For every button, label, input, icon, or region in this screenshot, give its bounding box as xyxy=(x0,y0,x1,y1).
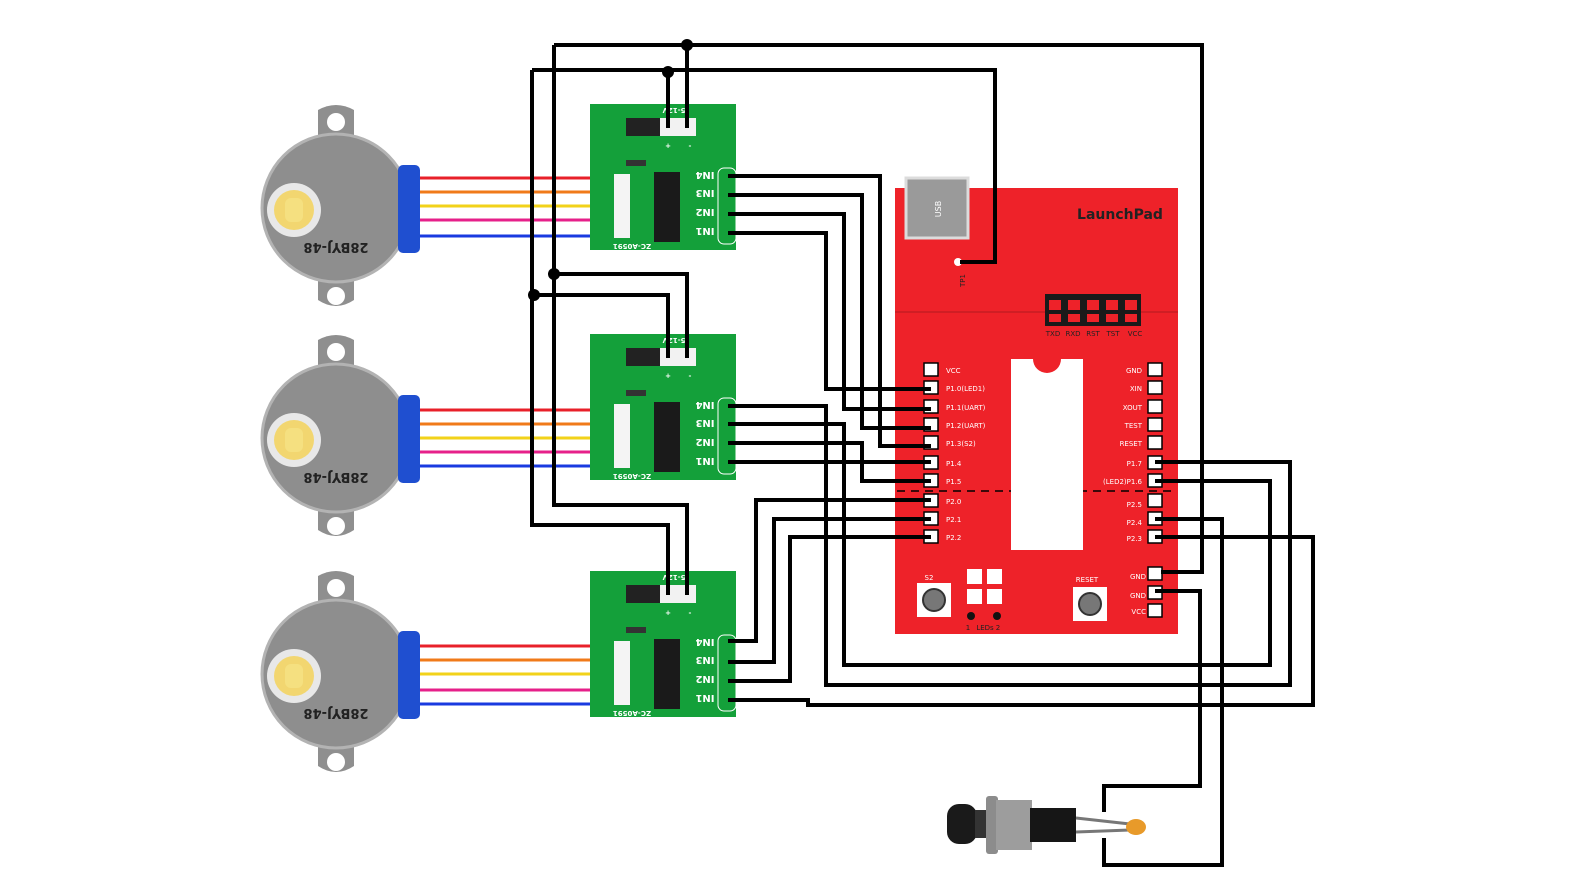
stepper-motor-2: 28BYJ-48 xyxy=(260,335,420,536)
motor3-label: 28BYJ-48 xyxy=(303,705,368,720)
driver3-power-label: 5-12V xyxy=(662,573,686,581)
launchpad-title: LaunchPad xyxy=(1077,207,1163,223)
led1-label: 1 xyxy=(966,624,970,632)
pin-p2-5: P2.5 xyxy=(1127,501,1142,509)
jumper-header xyxy=(1045,294,1141,326)
pin-p1-0: P1.0(LED1) xyxy=(946,385,985,393)
pin-p2-0: P2.0 xyxy=(946,498,961,506)
pin-test: TEST xyxy=(1124,422,1143,430)
driver1-in3: IN3 xyxy=(695,187,714,198)
pin-p1-2: P1.2(UART) xyxy=(946,422,986,430)
driver2-in2: IN2 xyxy=(695,436,714,447)
pin-p2-3: P2.3 xyxy=(1127,535,1142,543)
pin-vcc-right: VCC xyxy=(1131,608,1146,616)
driver1-power-label: 5-12V xyxy=(662,106,686,114)
driver1-in1: IN1 xyxy=(695,225,714,236)
pin-gnd-right: GND xyxy=(1126,367,1142,375)
driver2-in1: IN1 xyxy=(695,455,714,466)
driver3-in3: IN3 xyxy=(695,654,714,665)
s2-label: S2 xyxy=(925,574,934,582)
motor3-wires xyxy=(420,644,622,706)
driver2-in4: IN4 xyxy=(695,399,714,410)
driver2-in3: IN3 xyxy=(695,417,714,428)
pin-p2-4: P2.4 xyxy=(1127,519,1143,527)
pin-reset: RESET xyxy=(1120,440,1143,448)
driver3-in2: IN2 xyxy=(695,673,714,684)
launchpad-board: LaunchPad USB TP1 TXD RXD RST TST VCC xyxy=(895,176,1178,634)
pin-vcc-left: VCC xyxy=(946,367,961,375)
driver-board-2: 5-12V + - IN4 IN3 IN2 IN1 ZC-A0591 xyxy=(590,334,737,480)
pin-p1-4: P1.4 xyxy=(946,460,962,468)
driver3-minus: - xyxy=(689,609,692,617)
motor2-wires xyxy=(420,408,622,468)
usb-connector xyxy=(904,176,970,240)
pin-p1-6: (LED2)P1.6 xyxy=(1103,478,1143,486)
pin-p2-2: P2.2 xyxy=(946,534,961,542)
header-tst: TST xyxy=(1106,330,1121,338)
mcu-chip xyxy=(1011,359,1083,550)
pin-p1-5: P1.5 xyxy=(946,478,961,486)
pin-xout: XOUT xyxy=(1123,404,1143,412)
pin-p1-1: P1.1(UART) xyxy=(946,404,986,412)
driver2-chip-label: ZC-A0591 xyxy=(613,472,651,480)
pin-gnd-2: GND xyxy=(1130,592,1146,600)
pin-xin: XIN xyxy=(1130,385,1142,393)
header-rxd: RXD xyxy=(1065,330,1080,338)
motor1-label: 28BYJ-48 xyxy=(303,239,368,254)
stepper-motor-3: 28BYJ-48 xyxy=(260,571,420,772)
driver3-in1: IN1 xyxy=(695,692,714,703)
leds-label: LEDs xyxy=(976,624,994,632)
stepper-motor-1: 28BYJ-48 xyxy=(260,105,420,306)
driver3-in4: IN4 xyxy=(695,636,714,647)
signal-wires xyxy=(528,39,1315,867)
motor1-wires xyxy=(420,176,622,238)
pin-p1-7: P1.7 xyxy=(1127,460,1142,468)
driver3-chip-label: ZC-A0591 xyxy=(613,709,651,717)
usb-label: USB xyxy=(934,201,943,217)
led-block xyxy=(967,569,1002,620)
pin-p1-3: P1.3(S2) xyxy=(946,440,976,448)
driver2-minus: - xyxy=(689,372,692,380)
led2-label: 2 xyxy=(996,624,1000,632)
driver1-plus: + xyxy=(665,142,671,150)
motor2-label: 28BYJ-48 xyxy=(303,469,368,484)
driver-board-1: 5-12V + - IN4 IN3 IN2 IN1 ZC-A0591 xyxy=(590,104,737,250)
driver1-in2: IN2 xyxy=(695,206,714,217)
driver1-minus: - xyxy=(689,142,692,150)
header-vcc: VCC xyxy=(1128,330,1143,338)
reset-label: RESET xyxy=(1076,576,1099,584)
tp1-label: TP1 xyxy=(959,274,967,288)
driver1-in4: IN4 xyxy=(695,169,714,180)
driver2-plus: + xyxy=(665,372,671,380)
driver1-chip-label: ZC-A0591 xyxy=(613,242,651,250)
header-txd: TXD xyxy=(1045,330,1060,338)
push-button xyxy=(947,796,1146,854)
driver3-plus: + xyxy=(665,609,671,617)
driver-board-3: 5-12V + - IN4 IN3 IN2 IN1 ZC-A0591 xyxy=(590,571,737,717)
driver2-power-label: 5-12V xyxy=(662,336,686,344)
header-rst: RST xyxy=(1086,330,1100,338)
pin-p2-1: P2.1 xyxy=(946,516,961,524)
pin-gnd-1: GND xyxy=(1130,573,1146,581)
